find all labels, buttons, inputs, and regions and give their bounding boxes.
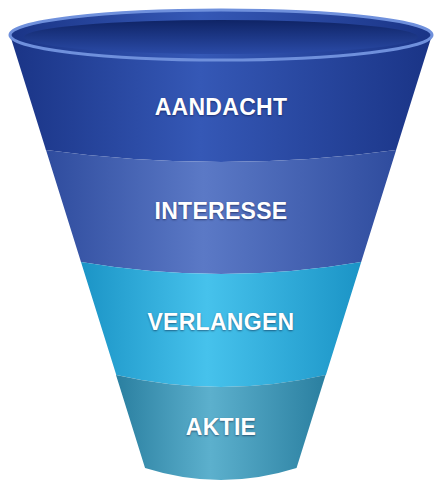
band-label: AKTIE bbox=[186, 415, 257, 440]
funnel-band: AKTIE bbox=[116, 375, 326, 480]
funnel-opening bbox=[24, 20, 418, 54]
funnel-band: INTERESSE bbox=[46, 150, 396, 274]
funnel-rim bbox=[10, 10, 432, 60]
band-label: INTERESSE bbox=[154, 199, 287, 224]
band-label: AANDACHT bbox=[155, 95, 288, 120]
funnel-band: VERLANGEN bbox=[81, 262, 361, 387]
band-shape bbox=[10, 10, 432, 162]
band-label: VERLANGEN bbox=[147, 310, 294, 335]
band-fill bbox=[10, 10, 432, 162]
band-fill bbox=[46, 150, 396, 274]
band-fill bbox=[116, 375, 326, 480]
band-fill bbox=[81, 262, 361, 387]
funnel-band: AANDACHT bbox=[10, 10, 432, 162]
